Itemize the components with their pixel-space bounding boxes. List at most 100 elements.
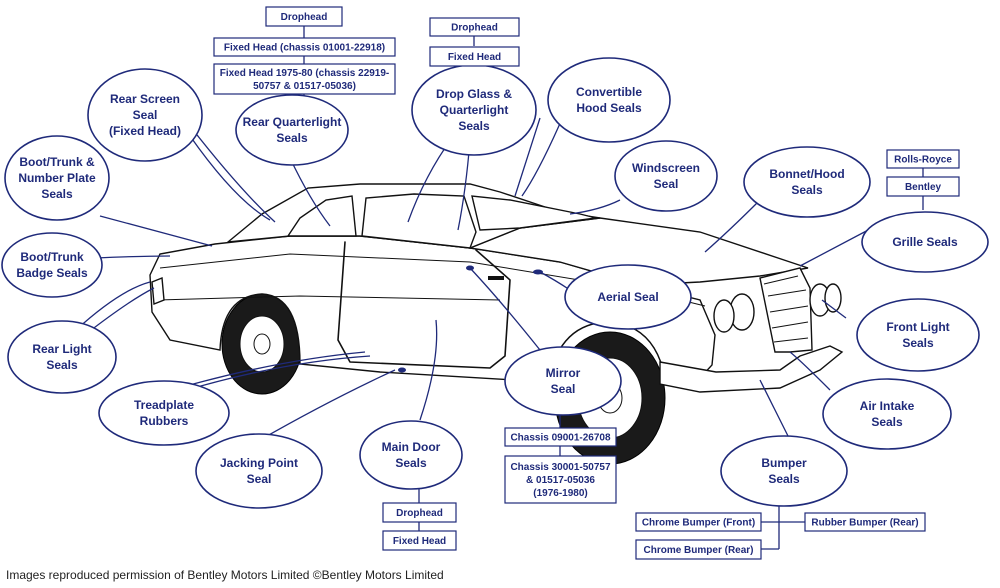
bubble-label: Quarterlight [440,103,509,117]
box-mirror-chassis-1: Chassis 09001-26708 [504,427,617,447]
bubble-shape [7,320,117,394]
bubble-label: Seals [768,472,800,486]
box-mirror-chassis-2: Chassis 30001-50757& 01517-05036(1976-19… [504,455,617,504]
bubble-shape [504,346,622,416]
box-shape [213,63,396,95]
bubble-label: Grille Seals [892,235,958,249]
bubble-grille: Grille Seals [861,211,989,273]
box-label: Chrome Bumper (Front) [642,518,755,529]
box-grille-bentley: Bentley [886,176,960,197]
bubble-label: Seals [458,119,490,133]
rear-light [151,277,165,305]
box-label: Drophead [281,12,328,23]
bubble-label: Main Door [382,440,441,454]
box-bumper-chrome-front: Chrome Bumper (Front) [635,512,762,532]
door-outline [337,241,511,369]
bubble-shape [822,378,952,450]
bubble-label: Air Intake [860,399,915,413]
box-rear-screen-dropdown: Drophead [265,6,343,27]
aerial-marker [533,269,543,275]
box-shape [635,512,762,532]
bubble-label: Seals [791,183,823,197]
bubble-label: Seals [41,187,73,201]
bubble-shape [856,298,980,372]
box-door-dropdown: Drophead [382,502,457,523]
windscreen [471,195,597,231]
bubble-label: Seal [654,177,679,191]
box-shape [382,502,457,523]
bubble-label: Mirror [546,366,581,380]
bubble-shape [4,135,110,221]
bubble-shape [98,380,230,446]
box-label: Fixed Head [448,52,501,63]
bubble-label: Drop Glass & [436,87,512,101]
box-shape [213,37,396,57]
box-shape [429,17,520,37]
box-shape [886,149,960,169]
box-shape [635,539,762,560]
bubble-label: Bumper [761,456,807,470]
grille-slats [763,275,809,343]
bubble-label: Seals [276,131,308,145]
bubble-label: Boot/Trunk & [19,155,95,169]
box-label: Fixed Head [393,536,446,547]
bubble-label: Rear Light [32,342,91,356]
box-shape [382,530,457,551]
rear-hub-center [253,333,271,355]
bubble-label: Rear Quarterlight [243,115,342,129]
box-label: Chassis 09001-26708 [510,433,611,444]
bubble-label: Aerial Seal [597,290,658,304]
box-grille-rr: Rolls-Royce [886,149,960,169]
box-shape [886,176,960,197]
bubble-label: Badge Seals [16,266,88,280]
box-shape [265,6,343,27]
credit-text: Images reproduced permission of Bentley … [6,568,444,582]
door-handle [488,276,504,280]
connectors [75,26,924,550]
box-label: Chassis 30001-50757 [510,462,611,473]
box-label: Drophead [396,508,443,519]
bubble-label: Rear Screen [110,92,180,106]
box-label: Fixed Head 1975-80 (chassis 22919- [220,68,390,79]
bubble-label: Hood Seals [576,101,642,115]
bubble-label: Bonnet/Hood [769,167,844,181]
body-crease [157,295,501,301]
box-label: Fixed Head (chassis 01001-22918) [224,43,385,54]
bubble-label: Seals [395,456,427,470]
box-label: Bentley [905,182,942,193]
bubble-label: Seal [551,382,576,396]
box-drop-glass-dropdown: Drophead [429,17,520,37]
bubble-label: Treadplate [134,398,194,412]
box-shape [429,46,520,67]
bubble-label: Windscreen [632,161,700,175]
box-door-fixed: Fixed Head [382,530,457,551]
bubble-shape [1,232,103,298]
box-label: (1976-1980) [533,488,587,499]
box-rear-screen-fixed: Fixed Head (chassis 01001-22918) [213,37,396,57]
bubble-label: Seal [133,108,158,122]
bubble-label: Seals [46,358,78,372]
bubble-label: Seal [247,472,272,486]
box-shape [504,455,617,504]
box-label: 50757 & 01517-05036) [253,81,356,92]
bubble-label: Seals [902,336,934,350]
box-shape [804,512,926,532]
front-bumper [659,345,844,393]
